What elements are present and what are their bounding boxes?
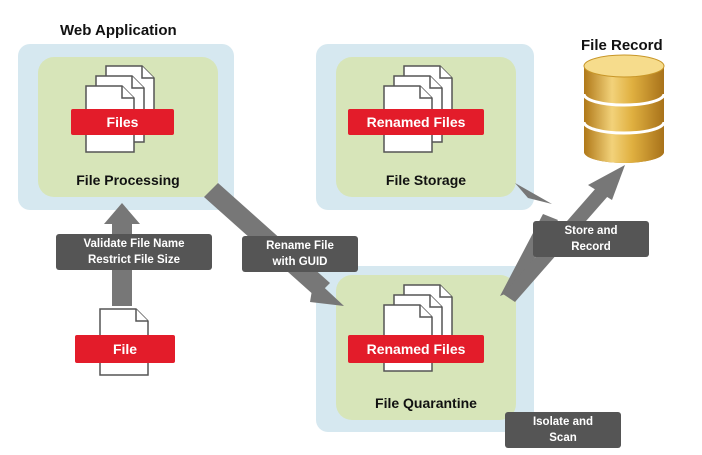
rename-line-1: Rename File — [266, 240, 334, 252]
file-processing-caption: File Processing — [76, 172, 180, 188]
validate-step-label: Validate File Name Restrict File Size — [56, 234, 212, 270]
validate-line-1: Validate File Name — [83, 238, 185, 250]
store-line-1: Store and — [564, 225, 618, 237]
store-step-label: Store and Record — [533, 221, 649, 257]
isolate-line-1: Isolate and — [532, 416, 594, 428]
file-quarantine-caption: File Quarantine — [375, 395, 477, 411]
storage-renamed-files-label: Renamed Files — [348, 109, 484, 135]
validate-line-2: Restrict File Size — [87, 254, 181, 266]
isolate-step-label: Isolate and Scan — [505, 412, 621, 448]
store-line-2: Record — [571, 241, 611, 253]
file-storage-caption: File Storage — [385, 172, 467, 188]
database-icon — [582, 54, 666, 163]
isolate-line-2: Scan — [549, 432, 577, 444]
file-label: File — [75, 335, 175, 363]
file-record-title: File Record — [581, 37, 663, 54]
rename-step-label: Rename File with GUID — [242, 236, 358, 272]
web-application-title: Web Application — [60, 22, 177, 39]
quarantine-renamed-files-label: Renamed Files — [348, 335, 484, 363]
rename-line-2: with GUID — [272, 256, 328, 268]
files-label: Files — [71, 109, 174, 135]
